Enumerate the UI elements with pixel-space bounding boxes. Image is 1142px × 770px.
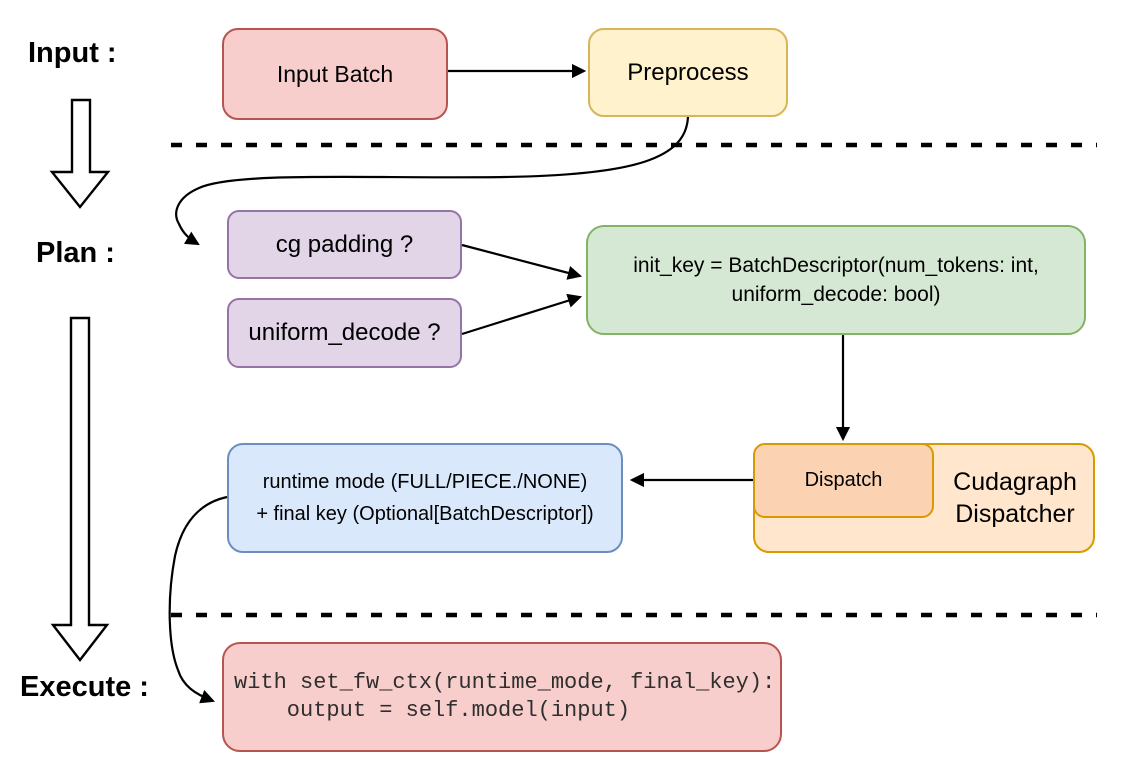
node-dispatch-label: Dispatch	[804, 469, 883, 491]
curve-runtime-mode-to-execute-code	[168, 495, 228, 704]
node-init-key-line2: uniform_decode: bool)	[731, 283, 941, 306]
node-cudagraph-dispatcher-label: Cudagraph Dispatcher	[935, 443, 1095, 553]
node-cg-padding: cg padding ?	[227, 210, 462, 279]
node-runtime-mode-line2: + final key (Optional[BatchDescriptor])	[256, 503, 594, 525]
node-cg-padding-label: cg padding ?	[275, 230, 414, 258]
node-dispatch: Dispatch	[753, 443, 934, 518]
node-preprocess: Preprocess	[588, 28, 788, 117]
node-uniform-decode: uniform_decode ?	[227, 298, 462, 368]
node-uniform-decode-label: uniform_decode ?	[248, 319, 441, 346]
node-input-batch: Input Batch	[222, 28, 448, 120]
arrow-cg-padding-to-init-key	[461, 243, 583, 280]
node-execute-code: with set_fw_ctx(runtime_mode, final_key)…	[222, 642, 782, 752]
down-arrow-icon-input-to-plan	[49, 98, 111, 209]
cudagraph-label-line2: Dispatcher	[955, 500, 1075, 528]
cudagraph-label-line1: Cudagraph	[953, 468, 1077, 496]
down-arrow-icon-plan-to-execute	[50, 316, 110, 662]
arrow-uniform-decode-to-init-key	[461, 293, 583, 336]
node-input-batch-label: Input Batch	[276, 60, 394, 87]
node-preprocess-label: Preprocess	[627, 58, 749, 86]
node-init-key-line1: init_key = BatchDescriptor(num_tokens: i…	[633, 254, 1039, 277]
node-runtime-mode: runtime mode (FULL/PIECE./NONE) + final …	[227, 443, 623, 553]
node-init-key: init_key = BatchDescriptor(num_tokens: i…	[586, 225, 1086, 335]
execute-code-line1: with set_fw_ctx(runtime_mode, final_key)…	[234, 670, 776, 695]
node-runtime-mode-line1: runtime mode (FULL/PIECE./NONE)	[262, 471, 588, 493]
stage-label-input: Input :	[28, 37, 117, 69]
stage-label-plan: Plan :	[36, 237, 115, 269]
stage-label-execute: Execute :	[20, 671, 149, 703]
execute-code-line2: output = self.model(input)	[234, 698, 631, 723]
